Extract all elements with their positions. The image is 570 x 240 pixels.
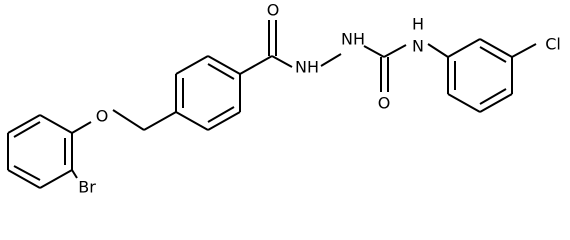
bond	[239, 55, 273, 75]
bond	[271, 55, 293, 68]
bond	[207, 111, 241, 131]
bond	[511, 43, 537, 58]
bond	[7, 114, 41, 134]
bond	[479, 88, 507, 105]
ether-oxygen-label: O	[96, 107, 109, 126]
carbonyl-oxygen-label: O	[267, 1, 280, 20]
bond	[207, 63, 235, 80]
bonds	[7, 20, 537, 189]
bond	[320, 53, 342, 67]
bond	[383, 44, 407, 58]
chemical-structure-diagram: O NH NH O N H Cl O Br	[7, 1, 561, 197]
hydrazide-nh-label: NH	[341, 30, 365, 49]
bond	[39, 114, 73, 134]
bond	[479, 93, 513, 113]
bond	[13, 165, 41, 181]
urea-oxygen-label: O	[378, 94, 391, 113]
aryl-nitrogen-label: N	[412, 37, 424, 56]
bond	[207, 55, 241, 75]
bond	[39, 169, 73, 189]
atom-labels: O NH NH O N H Cl O Br	[78, 1, 561, 197]
bond	[479, 46, 507, 63]
bond	[427, 43, 449, 58]
bond	[363, 45, 385, 58]
bond	[13, 121, 41, 138]
bond	[71, 169, 78, 179]
bond	[175, 111, 209, 131]
bond	[175, 55, 209, 75]
bromine-label: Br	[78, 178, 96, 197]
aryl-nh-hydrogen-label: H	[412, 15, 424, 34]
bond	[207, 106, 235, 123]
bond	[447, 38, 481, 58]
chlorine-label: Cl	[545, 35, 561, 54]
bond	[71, 121, 92, 134]
bond	[143, 111, 177, 131]
bond	[112, 109, 145, 131]
hydrazide-nh-label: NH	[295, 58, 319, 77]
bond	[479, 38, 513, 58]
bond	[447, 93, 481, 113]
bond	[7, 169, 41, 189]
